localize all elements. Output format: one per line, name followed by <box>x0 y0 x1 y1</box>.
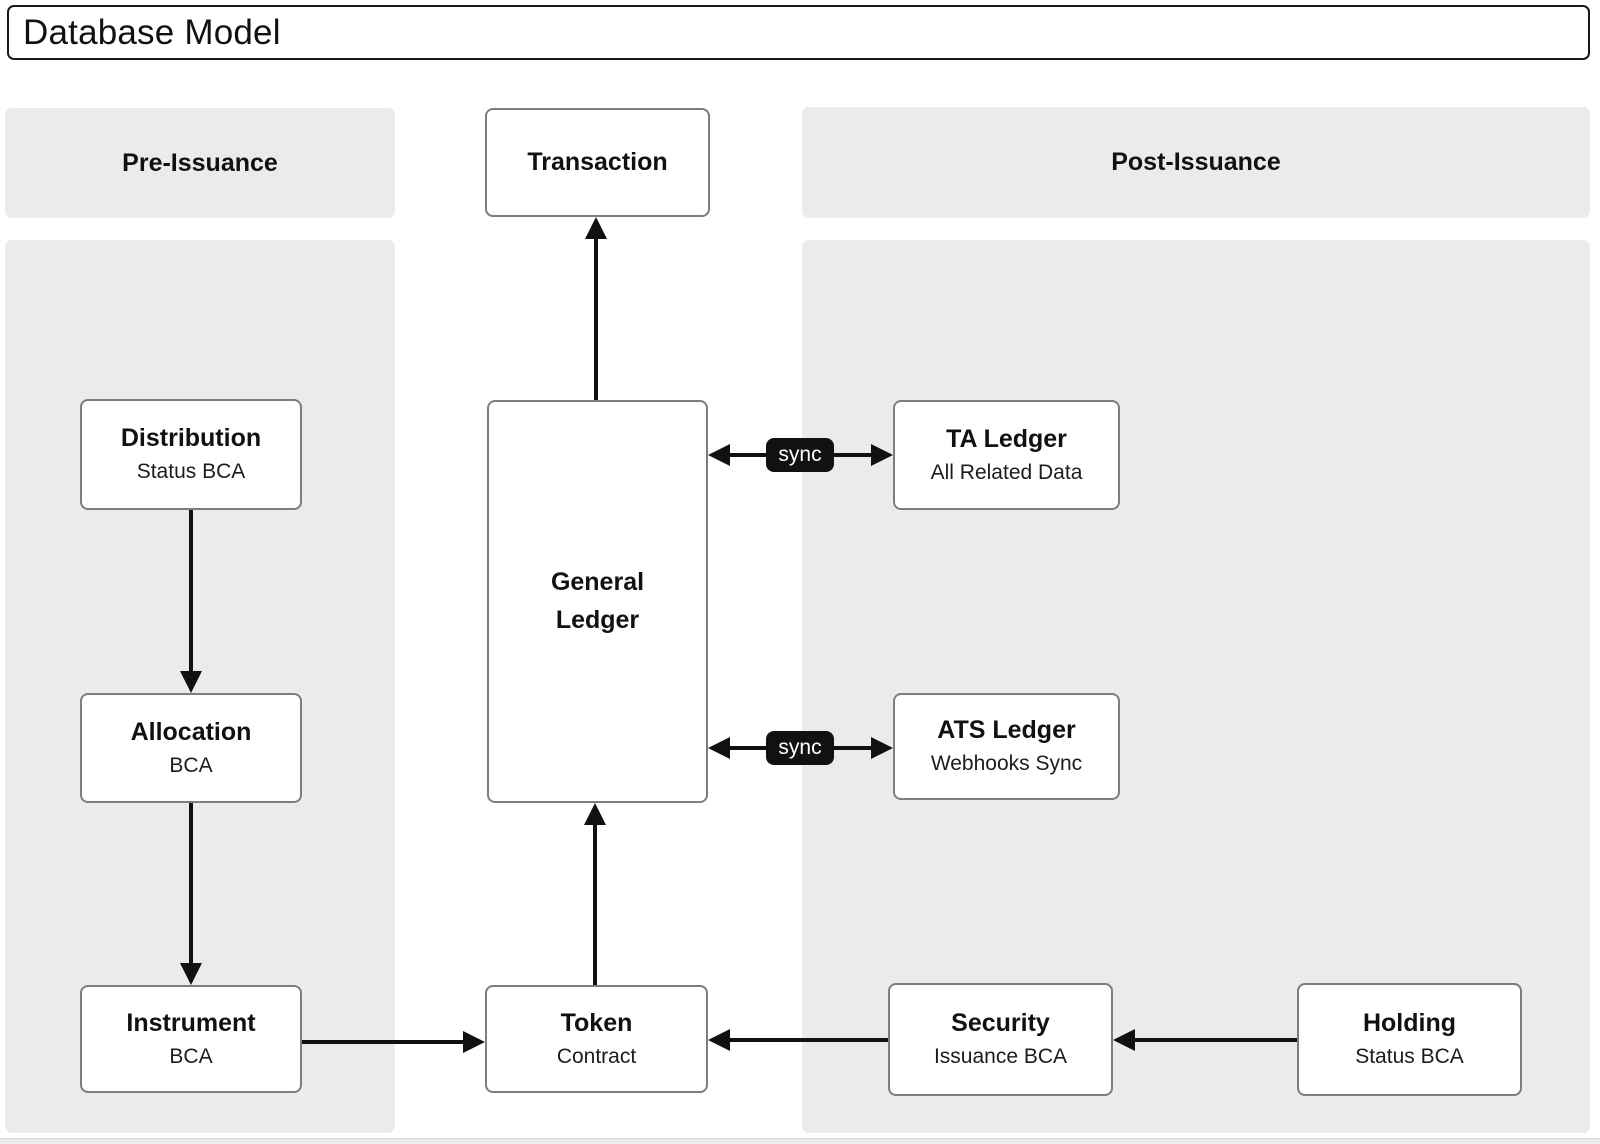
node-general-ledger-title: General Ledger <box>551 564 644 639</box>
node-security-title: Security <box>951 1009 1050 1038</box>
bottom-cropped-panel-strip <box>0 1138 1600 1144</box>
node-ats-ledger-subtitle: Webhooks Sync <box>930 752 1083 776</box>
node-token: Token Contract <box>485 985 708 1093</box>
arrow-security-to-token <box>708 1029 888 1051</box>
arrow-holding-to-security <box>1113 1029 1297 1051</box>
node-distribution-title: Distribution <box>120 424 262 453</box>
node-ats-ledger: ATS Ledger Webhooks Sync <box>893 693 1120 800</box>
node-distribution: Distribution Status BCA <box>80 399 302 510</box>
node-ta-ledger-title: TA Ledger <box>946 424 1067 453</box>
node-security-subtitle: Issuance BCA <box>933 1045 1068 1069</box>
arrow-instrument-to-token <box>302 1031 485 1053</box>
node-ta-ledger: TA Ledger All Related Data <box>893 400 1120 510</box>
node-allocation-subtitle: BCA <box>169 753 213 777</box>
arrow-distribution-to-allocation <box>180 510 202 693</box>
sync-badge-ta-ledger: sync <box>766 438 834 472</box>
node-ats-ledger-title: ATS Ledger <box>937 716 1076 745</box>
node-token-title: Token <box>560 1008 633 1037</box>
node-ta-ledger-subtitle: All Related Data <box>930 460 1083 484</box>
node-security: Security Issuance BCA <box>888 983 1113 1096</box>
arrow-allocation-to-instrument <box>180 803 202 985</box>
post-issuance-header: Post-Issuance <box>802 107 1590 218</box>
node-instrument-title: Instrument <box>126 1008 256 1037</box>
node-holding-title: Holding <box>1362 1009 1457 1038</box>
node-holding-subtitle: Status BCA <box>1355 1045 1464 1069</box>
diagram-title-frame: Database Model <box>7 5 1590 60</box>
node-instrument-subtitle: BCA <box>169 1044 213 1068</box>
sync-badge-ats-ledger: sync <box>766 731 834 765</box>
node-instrument: Instrument BCA <box>80 985 302 1093</box>
node-general-ledger-title-line1: General <box>550 568 645 596</box>
diagram-title: Database Model <box>23 12 281 52</box>
pre-issuance-label: Pre-Issuance <box>122 148 278 177</box>
post-issuance-label: Post-Issuance <box>1111 148 1281 176</box>
node-general-ledger-title-line2: Ledger <box>555 605 640 634</box>
node-token-subtitle: Contract <box>556 1044 637 1068</box>
pre-issuance-panel <box>5 240 395 1133</box>
node-allocation: Allocation BCA <box>80 693 302 803</box>
node-general-ledger: General Ledger <box>487 400 708 803</box>
node-distribution-subtitle: Status BCA <box>136 460 246 484</box>
arrow-general-ledger-to-transaction <box>585 217 607 400</box>
node-holding: Holding Status BCA <box>1297 983 1522 1096</box>
arrow-token-to-general-ledger <box>584 803 606 985</box>
node-transaction-title: Transaction <box>527 147 668 176</box>
node-transaction: Transaction <box>485 108 710 217</box>
node-allocation-title: Allocation <box>130 717 252 746</box>
pre-issuance-header: Pre-Issuance <box>5 108 395 218</box>
